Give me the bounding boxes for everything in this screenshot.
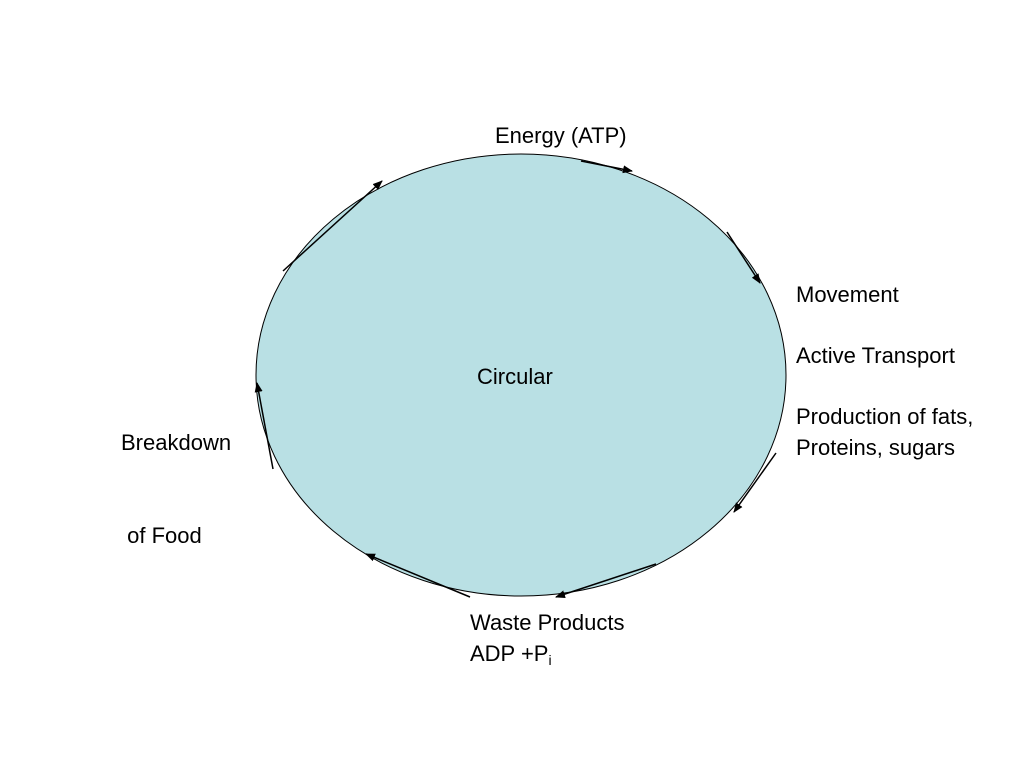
arrow-right-down: [733, 452, 777, 513]
waste-products-label: Waste Products ADP +Pi: [470, 607, 624, 669]
breakdown-line2: of Food: [121, 523, 202, 548]
arrow-top: [580, 160, 633, 174]
breakdown-of-food-label: Breakdown of Food: [121, 365, 231, 582]
arrow-left-up: [254, 382, 274, 470]
breakdown-line1: Breakdown: [121, 430, 232, 455]
waste-line1: Waste Products: [470, 610, 625, 635]
energy-atp-label: Energy (ATP): [495, 123, 627, 148]
use-movement: Movement: [796, 282, 899, 307]
arrow-bottom-left: [365, 553, 471, 598]
use-active-transport: Active Transport: [796, 343, 955, 368]
arrow-top-right: [726, 231, 761, 284]
arrow-left-to-top-left: [282, 180, 383, 272]
use-production-line1: Production of fats,: [796, 404, 974, 429]
cycle-ellipse: [255, 153, 787, 597]
center-label: Circular: [477, 364, 553, 389]
arrow-bottom-right: [555, 563, 657, 598]
energy-uses-list: Movement Active Transport Production of …: [796, 279, 973, 463]
adp-pi-line: ADP +Pi: [470, 641, 552, 668]
use-production-line2: Proteins, sugars: [796, 435, 955, 460]
